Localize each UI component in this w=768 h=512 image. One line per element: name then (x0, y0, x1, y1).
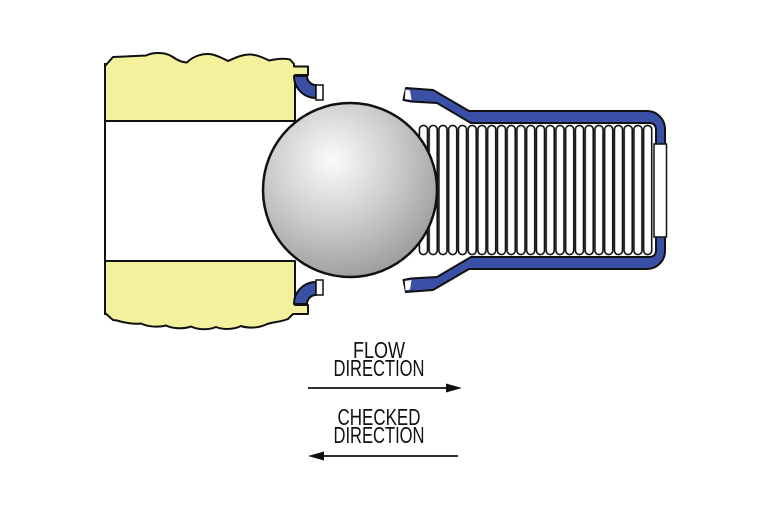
flow-arrow-right-icon (308, 383, 462, 393)
pipe-body-top (104, 52, 309, 122)
housing-lip-bottom (404, 280, 412, 291)
seal-retainer-bottom (315, 279, 324, 296)
seat-seal-top (293, 75, 317, 99)
housing-outlet-wall (653, 143, 668, 238)
spring-housing (402, 87, 666, 293)
valve-spring (418, 124, 653, 256)
checked-arrow-left-icon (308, 451, 458, 461)
seat-seal-bottom (293, 281, 317, 305)
pipe-body-bottom (104, 260, 309, 331)
seal-retainer-top (315, 84, 324, 101)
checked-direction-label-line2: DIRECTION (334, 422, 425, 448)
housing-lip-top (404, 89, 412, 100)
flow-direction-label-line1: FLOW (353, 337, 405, 363)
flow-direction-label-line2: DIRECTION (334, 355, 425, 381)
valve-ball (261, 101, 439, 279)
checked-direction-label-line1: CHECKED (338, 404, 421, 430)
